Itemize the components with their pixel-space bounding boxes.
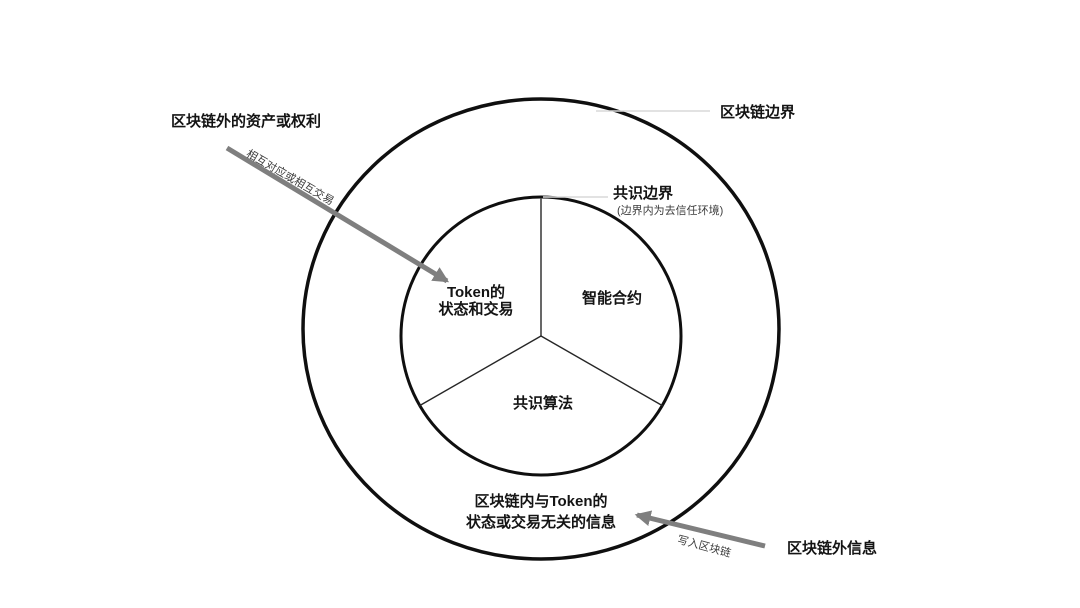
blockchain-boundary-label: 区块链边界 xyxy=(720,104,796,121)
sector-consensus-algorithm-label: 共识算法 xyxy=(513,395,574,412)
annulus-info-line1: 区块链内与Token的 xyxy=(474,493,608,510)
outer-boundary-circle xyxy=(301,97,781,561)
sector-token-line2: 状态和交易 xyxy=(438,301,514,318)
annulus-info-line2: 状态或交易无关的信息 xyxy=(465,514,616,531)
arrow-info-to-blockchain xyxy=(634,510,766,549)
inner-boundary-circle xyxy=(399,195,683,477)
sector-token-line1: Token的 xyxy=(446,284,506,301)
outside-assets-label: 区块链外的资产或权利 xyxy=(171,113,322,130)
sector-divider-bottom-right xyxy=(540,335,664,407)
consensus-boundary-note: (边界内为去信任环境) xyxy=(617,205,724,217)
sector-divider-bottom-left xyxy=(418,335,542,407)
outside-info-label: 区块链外信息 xyxy=(787,540,878,557)
arrow-assets-to-token xyxy=(225,145,450,284)
annulus-info-label: 区块链内与Token的 状态或交易无关的信息 xyxy=(431,491,651,533)
consensus-boundary-label: 共识边界 xyxy=(613,185,674,202)
sector-token-label: Token的 状态和交易 xyxy=(416,284,536,318)
sector-smart-contract-label: 智能合约 xyxy=(582,290,643,307)
